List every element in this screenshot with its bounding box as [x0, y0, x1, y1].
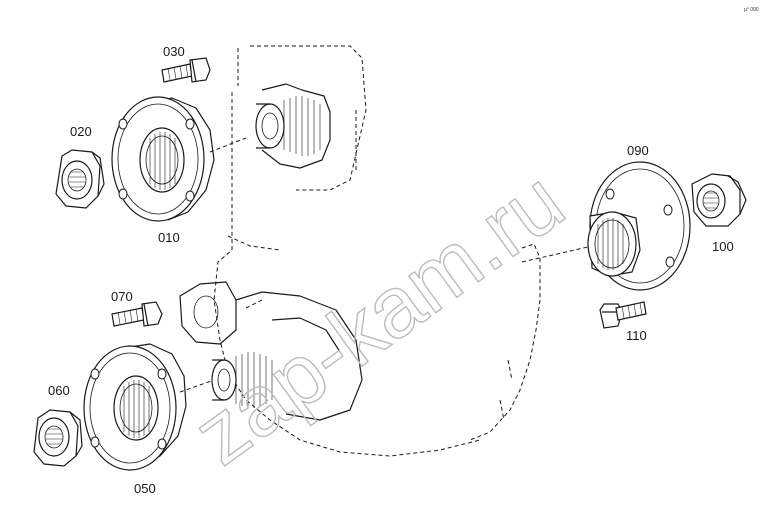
flange-010 — [111, 96, 215, 222]
bolt-110 — [599, 301, 647, 329]
nut-020 — [55, 149, 105, 209]
housing-outline — [213, 45, 541, 457]
bolt-030 — [161, 57, 211, 83]
nut-060 — [33, 409, 83, 467]
bolt-070 — [111, 301, 163, 327]
part-label-010: 010 — [158, 230, 180, 245]
lower-output-shaft — [179, 281, 363, 421]
upper-output-shaft — [255, 83, 331, 169]
part-label-050: 050 — [134, 481, 156, 496]
flange-090 — [587, 161, 691, 291]
part-label-030: 030 — [163, 44, 185, 59]
part-label-110: 110 — [626, 328, 647, 343]
part-label-060: 060 — [48, 383, 70, 398]
nut-100 — [691, 173, 747, 227]
part-label-100: 100 — [712, 239, 734, 254]
corner-mark: µ° 000 — [744, 7, 759, 13]
assembly-axis-lines — [179, 137, 593, 393]
part-label-020: 020 — [70, 124, 92, 139]
flange-050 — [83, 343, 187, 471]
part-label-070: 070 — [111, 289, 133, 304]
part-label-090: 090 — [627, 143, 649, 158]
watermark: zap-kam.ru — [177, 153, 581, 483]
